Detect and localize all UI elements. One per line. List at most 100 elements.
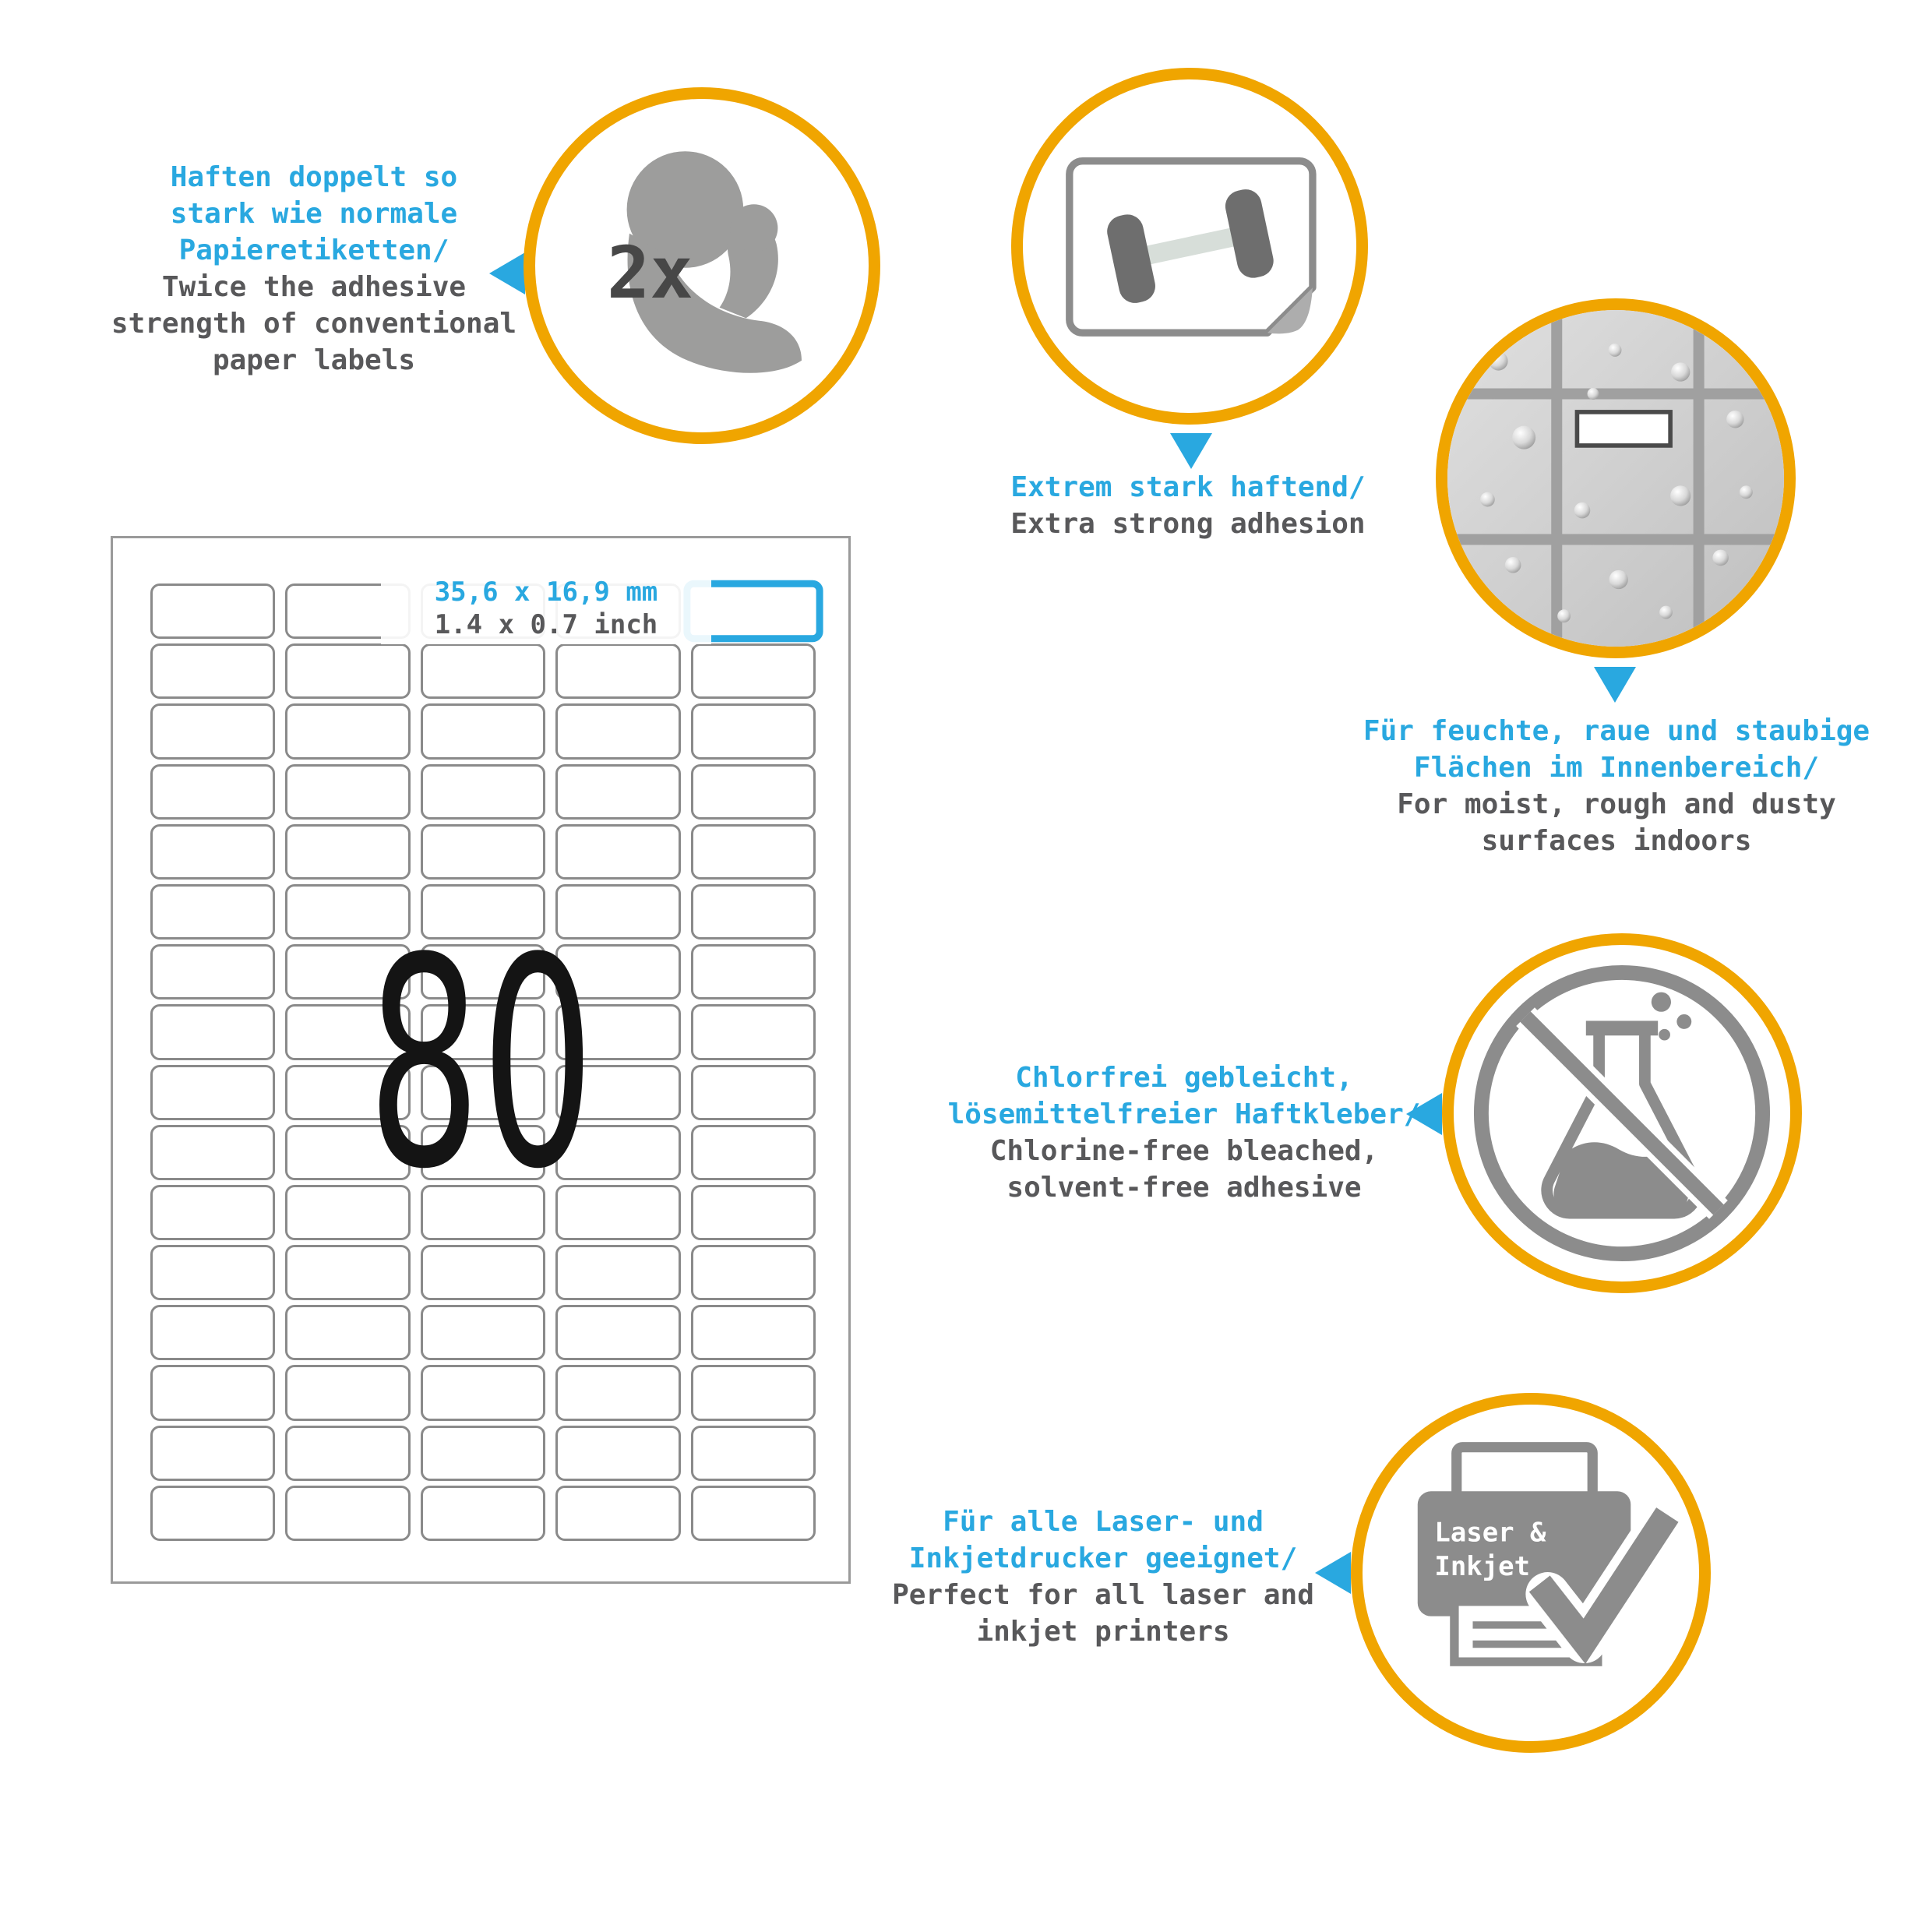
- label-cell: [285, 1245, 411, 1301]
- laser-inkjet-printer-icon: Laser & Inkjet: [1417, 1442, 1683, 1666]
- surfaces-circle: [1436, 298, 1796, 658]
- label-cell: [420, 1064, 546, 1120]
- callout-line-de: Flächen im Innenbereich/: [1413, 752, 1820, 784]
- label-cell: [420, 1305, 546, 1361]
- callout-line-en: Perfect for all laser and: [892, 1579, 1314, 1611]
- callout-chlorine-free: Chlorfrei gebleicht, lösemittelfreier Ha…: [873, 1059, 1496, 1206]
- label-cell: [555, 1305, 681, 1361]
- strong-adhesion-circle: [1011, 68, 1368, 425]
- label-cell: [555, 1124, 681, 1180]
- label-cell: [420, 1425, 546, 1481]
- label-cell: [285, 1004, 411, 1060]
- label-dimensions: 35,6 x 16,9 mm 1.4 x 0.7 inch: [381, 573, 711, 644]
- label-cell: [285, 643, 411, 700]
- label-cell: [690, 944, 816, 1000]
- printers-circle: Laser & Inkjet: [1351, 1393, 1711, 1753]
- label-cell: [690, 1184, 816, 1241]
- label-cell: [285, 944, 411, 1000]
- arrow-down-icon: [1594, 667, 1636, 703]
- callout-line-en: Extra strong adhesion: [1010, 508, 1366, 540]
- chlorine-free-circle: [1442, 933, 1802, 1293]
- label-cell: [285, 883, 411, 940]
- label-cell: [420, 944, 546, 1000]
- label-cell: [420, 1365, 546, 1421]
- callout-line-en: For moist, rough and dusty: [1397, 788, 1836, 820]
- callout-line-de: Inkjetdrucker geeignet/: [908, 1542, 1298, 1574]
- label-cell: [555, 1425, 681, 1481]
- label-cell: [285, 763, 411, 820]
- label-cell: [150, 883, 276, 940]
- printer-body: [1417, 1491, 1631, 1616]
- label-cell: [690, 1305, 816, 1361]
- label-cell: [690, 823, 816, 880]
- label-cell: [150, 823, 276, 880]
- label-cell: [690, 1425, 816, 1481]
- label-cell: [285, 823, 411, 880]
- callout-printers: Für alle Laser- und Inkjetdrucker geeign…: [791, 1504, 1415, 1650]
- callout-line-en: inkjet printers: [976, 1616, 1230, 1648]
- callout-line-en: paper labels: [212, 344, 416, 376]
- label-cell: [690, 703, 816, 760]
- callout-line-de: Für alle Laser- und: [943, 1506, 1264, 1538]
- callout-line-en: Twice the adhesive: [161, 271, 467, 303]
- arrow-left-icon: [1406, 1093, 1442, 1135]
- callout-line-en: surfaces indoors: [1481, 825, 1752, 857]
- label-cell: [690, 1124, 816, 1180]
- label-cell: [420, 1184, 546, 1241]
- water-droplets: [1480, 344, 1753, 623]
- callout-line-de: Chlorfrei gebleicht,: [1015, 1062, 1353, 1094]
- label-cell: [690, 1485, 816, 1541]
- no-chemicals-flask-icon: [1473, 964, 1771, 1262]
- callout-line-de: Für feuchte, raue und staubige: [1363, 715, 1870, 747]
- label-grid: [150, 580, 823, 1541]
- label-cell: [690, 1004, 816, 1060]
- label-cell: [150, 944, 276, 1000]
- label-cell: [285, 1425, 411, 1481]
- label-cell: [150, 1124, 276, 1180]
- label-cell: [555, 763, 681, 820]
- tile-grout-lines: [1447, 310, 1784, 647]
- printer-text-line2: Inkjet: [1434, 1551, 1530, 1582]
- label-cell: [690, 1064, 816, 1120]
- dimensions-inch: 1.4 x 0.7 inch: [434, 609, 658, 640]
- label-cell: [285, 1485, 411, 1541]
- callout-surfaces: Für feuchte, raue und staubige Flächen i…: [1278, 713, 1932, 859]
- label-cell: [690, 1245, 816, 1301]
- label-cell: [555, 883, 681, 940]
- label-cell: [420, 1245, 546, 1301]
- label-cell: [690, 1365, 816, 1421]
- label-cell: [420, 1124, 546, 1180]
- callout-line-de: Haften doppelt so: [170, 161, 458, 193]
- label-cell: [150, 583, 276, 640]
- label-cell: [555, 1485, 681, 1541]
- label-cell: [150, 1305, 276, 1361]
- label-cell: [420, 1485, 546, 1541]
- callout-line-de: lösemittelfreier Haftkleber/: [947, 1098, 1421, 1130]
- label-cell: [420, 703, 546, 760]
- label-cell: [690, 643, 816, 700]
- label-cell: [555, 1245, 681, 1301]
- callout-line-de: stark wie normale: [170, 198, 458, 230]
- label-cell: [555, 944, 681, 1000]
- label-cell: [150, 1004, 276, 1060]
- label-cell: [420, 1004, 546, 1060]
- label-cell: [555, 643, 681, 700]
- label-cell: [150, 643, 276, 700]
- label-cell: [150, 1485, 276, 1541]
- callout-adhesive-strength: Haften doppelt so stark wie normale Papi…: [96, 159, 532, 379]
- label-cell: [420, 823, 546, 880]
- label-cell: [285, 1124, 411, 1180]
- dumbbell-icon: [1107, 189, 1274, 303]
- label-cell: [150, 1064, 276, 1120]
- arrow-down-icon: [1170, 433, 1212, 469]
- small-label-on-tile: [1574, 410, 1673, 448]
- label-cell: [555, 1184, 681, 1241]
- adhesive-strength-circle: 2x: [524, 87, 880, 444]
- label-cell: [690, 883, 816, 940]
- label-cell: [555, 703, 681, 760]
- label-cell: [420, 763, 546, 820]
- label-cell: [150, 703, 276, 760]
- label-sheet: 35,6 x 16,9 mm 1.4 x 0.7 inch 80: [111, 536, 851, 1584]
- label-cell: [150, 1245, 276, 1301]
